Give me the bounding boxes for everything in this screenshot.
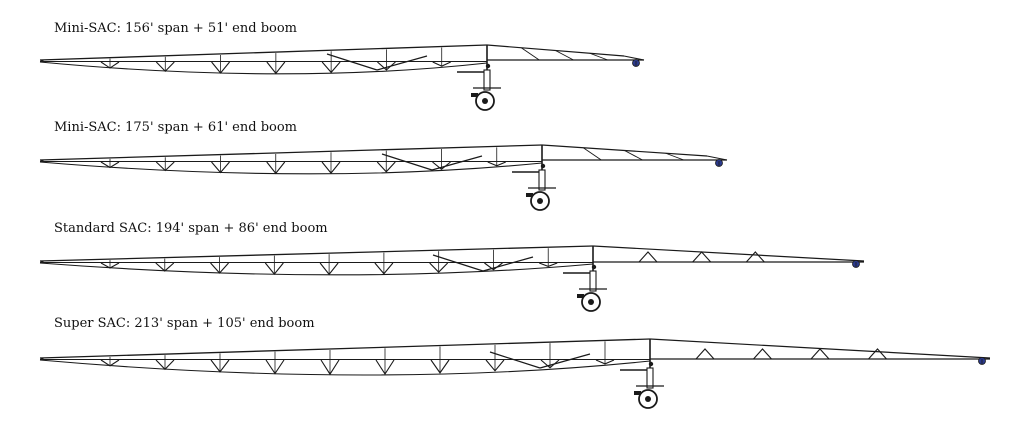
gear-motor	[471, 93, 478, 97]
truss-strut	[210, 262, 229, 274]
tower-leg	[483, 69, 491, 91]
boom-brace	[582, 147, 602, 161]
truss-strut	[100, 262, 120, 269]
brace	[432, 254, 484, 272]
tower-leg	[589, 270, 597, 292]
span-top-chord	[39, 338, 651, 359]
truss-strut	[430, 359, 450, 374]
boom-truss	[753, 348, 772, 360]
brace	[482, 256, 534, 272]
pipe-end	[40, 260, 44, 264]
truss-strut	[321, 61, 341, 74]
truss-strut	[266, 61, 286, 75]
brace	[381, 153, 433, 171]
pipe-end	[40, 59, 44, 63]
pipe-end	[40, 159, 44, 163]
boom-tip	[706, 155, 728, 161]
boom-brace	[555, 50, 574, 61]
truss-strut	[429, 262, 449, 273]
tower-joint	[540, 163, 546, 169]
sac-drawing-standard-sac	[39, 245, 865, 312]
gear-motor	[526, 193, 533, 197]
gear-motor	[577, 294, 584, 298]
brace	[431, 155, 483, 171]
truss-strut	[155, 359, 175, 371]
brace	[376, 55, 428, 71]
tower-joint	[485, 63, 491, 69]
span-truss-rod	[39, 359, 651, 376]
brace	[489, 351, 541, 369]
truss-strut	[264, 262, 284, 276]
wheel-hub	[482, 98, 488, 104]
brace	[326, 53, 378, 71]
tower-joint	[591, 264, 597, 270]
boom-brace	[665, 152, 684, 161]
pipe-end	[40, 357, 44, 361]
span-truss-rod	[39, 61, 488, 75]
sac-drawing-mini-sac-156	[39, 44, 645, 111]
span-top-chord	[39, 245, 594, 262]
gear-motor	[634, 391, 641, 395]
span-top-chord	[39, 144, 543, 161]
boom-truss	[695, 348, 715, 360]
boom-tip	[623, 55, 645, 61]
span-truss-rod	[39, 262, 594, 276]
boom-truss	[692, 251, 712, 263]
truss-strut	[100, 161, 120, 169]
sac-drawing-super-sac	[39, 338, 991, 409]
wheel-hub	[588, 299, 594, 305]
truss-strut	[211, 161, 230, 174]
truss-strut	[266, 161, 286, 175]
diagram-label-mini-sac-156: Mini-SAC: 156' span + 51' end boom	[54, 21, 298, 36]
wheel-hub	[537, 198, 543, 204]
truss-strut	[375, 359, 395, 376]
truss-strut	[155, 161, 175, 172]
boom-truss	[638, 251, 658, 263]
truss-strut	[595, 359, 615, 365]
truss-strut	[374, 262, 394, 275]
tower-leg	[538, 169, 546, 191]
truss-strut	[100, 61, 120, 69]
truss-strut	[320, 359, 340, 376]
boom-truss	[745, 251, 765, 263]
diagram-label-super-sac: Super SAC: 213' span + 105' end boom	[54, 316, 315, 331]
brace	[539, 353, 591, 369]
boom-top-chord	[592, 245, 865, 262]
boom-brace	[624, 150, 643, 161]
diagram-label-standard-sac: Standard SAC: 194' span + 86' end boom	[54, 221, 328, 236]
sac-drawing-mini-sac-175	[39, 144, 728, 211]
boom-brace	[520, 47, 540, 61]
boom-brace	[589, 52, 608, 61]
diagram-label-mini-sac-175: Mini-SAC: 175' span + 61' end boom	[54, 120, 298, 135]
tower-leg	[646, 367, 654, 389]
truss-strut	[487, 161, 506, 167]
boom-truss	[810, 348, 830, 360]
span-truss-rod	[39, 161, 543, 175]
tower-joint	[648, 361, 654, 367]
span-top-chord	[39, 44, 488, 61]
boom-truss	[868, 348, 887, 360]
wheel-hub	[645, 396, 651, 402]
